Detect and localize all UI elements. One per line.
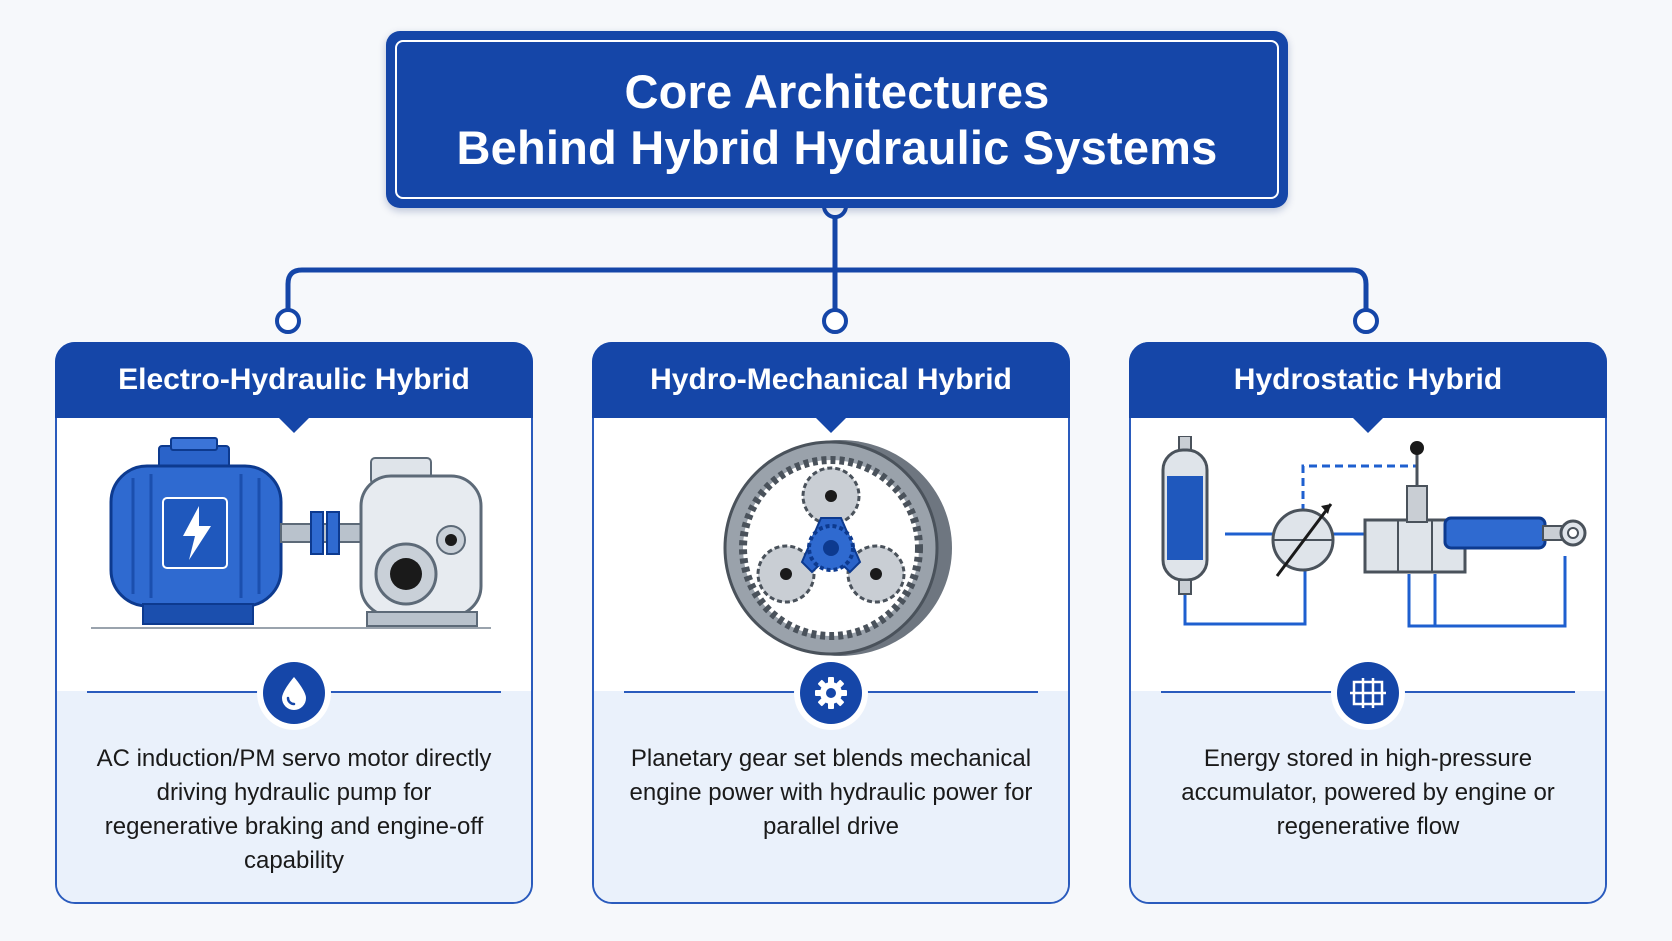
card-2-connector-node [822,308,848,334]
card-lower-panel [57,691,531,902]
hydraulic-circuit-icon [1337,662,1399,724]
gear-icon [800,662,862,724]
title-banner: Core Architectures Behind Hybrid Hydraul… [386,31,1288,208]
card-hydro-mechanical: Hydro-Mechanical Hybrid [592,342,1070,904]
card-header: Hydrostatic Hybrid [1129,342,1607,433]
hydrostatic-circuit-illustration [1161,436,1587,628]
card-hydrostatic: Hydrostatic Hybrid [1129,342,1607,904]
card-title: Electro-Hydraulic Hybrid [118,363,470,396]
title-line-2: Behind Hybrid Hydraulic Systems [456,120,1218,174]
card-header: Hydro-Mechanical Hybrid [592,342,1070,433]
card-description: Energy stored in high-pressure accumulat… [1181,745,1555,840]
card-title: Hydrostatic Hybrid [1233,363,1503,396]
card-title: Hydro-Mechanical Hybrid [650,363,1012,396]
card-3-connector-node [1353,308,1379,334]
planetary-gear-illustration [723,440,952,656]
water-drop-icon [263,662,325,724]
card-electro-hydraulic: Electro-Hydraulic Hybrid AC indu [55,342,533,904]
card-1-connector-node [275,308,301,334]
card-lower-panel [594,691,1068,902]
card-description: AC induction/PM servo motor directly dri… [96,745,492,874]
card-header: Electro-Hydraulic Hybrid [55,342,533,433]
title-line-1: Core Architectures [624,64,1050,118]
title-frame: Core Architectures Behind Hybrid Hydraul… [395,40,1279,199]
card-description: Planetary gear set blends mechanical eng… [629,745,1033,840]
motor-pump-illustration [91,437,491,629]
card-lower-panel [1131,691,1605,902]
